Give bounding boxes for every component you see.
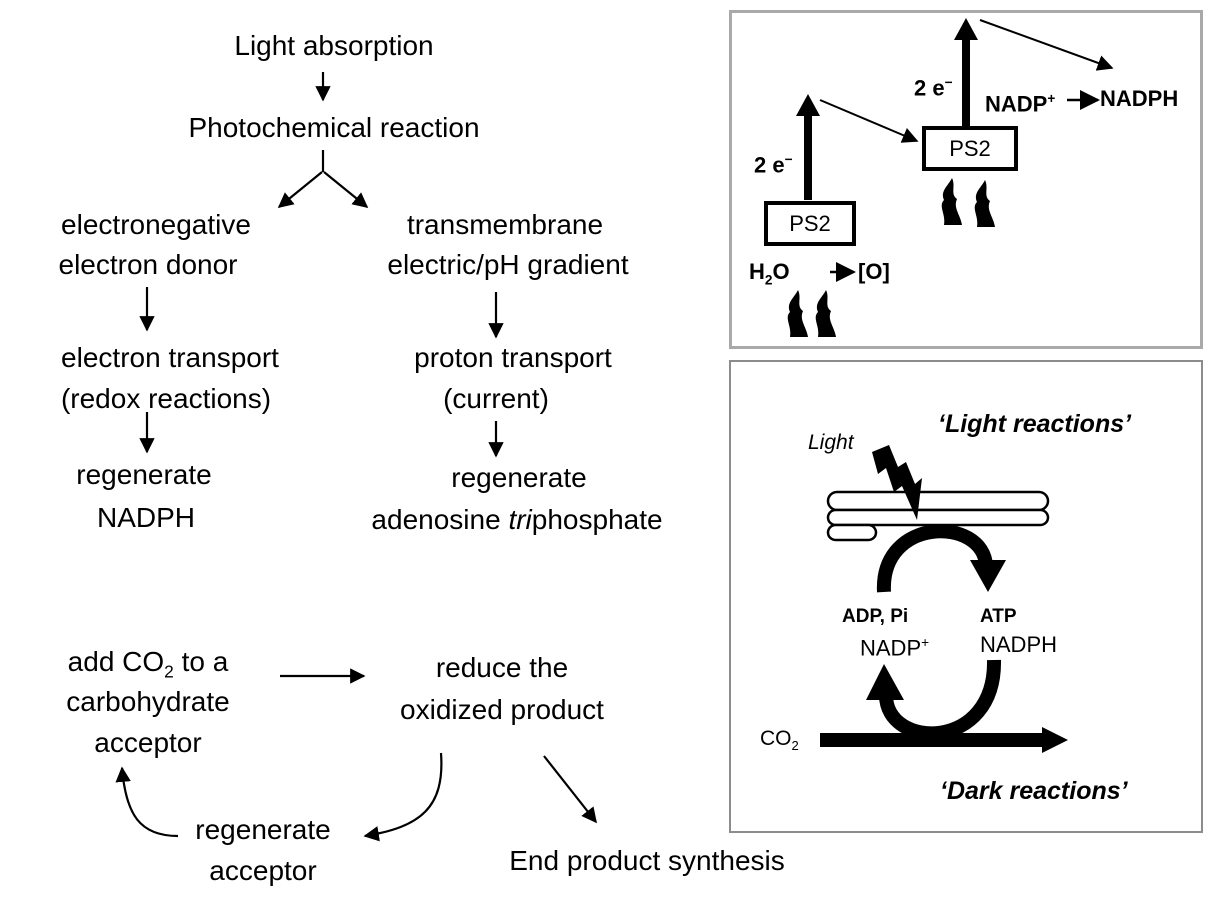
node-transmembrane: transmembrane xyxy=(406,209,604,240)
node-reduce-the: reduce the xyxy=(435,652,569,683)
node-nadph: NADPH xyxy=(96,502,196,533)
label-atp: ATP xyxy=(980,606,1017,627)
arrow-reduce-to-regenerate xyxy=(363,752,443,842)
ps2-box-right: PS2 xyxy=(922,126,1018,171)
label-water: H2O xyxy=(749,259,790,288)
photon-icons-left xyxy=(787,290,836,337)
transfer-arrow-ps2-to-ps2 xyxy=(819,99,919,143)
arc-arrowhead-atp xyxy=(970,560,1006,592)
photon-icon xyxy=(941,178,962,225)
zscheme-panel xyxy=(729,10,1203,349)
lightning-icon xyxy=(872,445,922,520)
photon-icon xyxy=(815,290,836,337)
arrow-regenerate-to-acceptor xyxy=(115,766,179,838)
photon-icon xyxy=(787,290,808,337)
label-2e-left: 2 e− xyxy=(754,152,793,178)
node-electric-ph-gradient: electric/pH gradient xyxy=(387,249,629,280)
arrow-split-left xyxy=(277,171,323,208)
node-regenerate-right: regenerate xyxy=(451,462,587,493)
node-add-co2: add CO2 to a xyxy=(67,646,229,682)
node-photochemical-reaction: Photochemical reaction xyxy=(188,112,480,143)
label-adp-pi: ADP, Pi xyxy=(842,606,909,627)
label-dark-reactions: ‘Dark reactions’ xyxy=(940,777,1128,805)
label-light: Light xyxy=(808,431,854,454)
electron-arrowhead-right xyxy=(954,18,978,40)
node-proton-transport: proton transport xyxy=(414,342,612,373)
node-current: (current) xyxy=(443,383,549,414)
node-end-product-synthesis: End product synthesis xyxy=(509,845,785,876)
label-co2: CO2 xyxy=(760,727,799,754)
node-electron-donor: electron donor xyxy=(58,249,238,280)
node-regenerate-left: regenerate xyxy=(76,459,212,490)
arc-arrowhead-adp xyxy=(866,664,904,700)
arrow-split-right xyxy=(323,171,369,208)
photon-icon xyxy=(974,180,995,227)
node-electronegative: electronegative xyxy=(61,209,251,240)
label-2e-right: 2 e− xyxy=(914,75,953,101)
node-light-absorption: Light absorption xyxy=(234,30,434,61)
co2-arrowhead xyxy=(1042,727,1068,753)
label-oxygen: [O] xyxy=(858,259,890,284)
node-oxidized-product: oxidized product xyxy=(400,694,604,725)
node-adenosine-triphosphate: adenosine triphosphate xyxy=(371,504,663,535)
node-electron-transport: electron transport xyxy=(61,342,279,373)
ps2-box-left: PS2 xyxy=(764,201,856,246)
node-regenerate-acceptor-1: regenerate xyxy=(195,814,331,845)
label-nadp-plus: NADP+ xyxy=(860,635,930,661)
arrow-reduce-to-end-product xyxy=(543,755,597,824)
label-nadp: NADP+ xyxy=(985,91,1056,117)
node-redox-reactions: (redox reactions) xyxy=(60,383,272,414)
electron-arrowhead-left xyxy=(796,94,820,116)
label-light-reactions: ‘Light reactions’ xyxy=(938,410,1132,438)
label-nadph-small: NADPH xyxy=(980,632,1058,657)
label-nadph: NADPH xyxy=(1100,86,1179,111)
arc-atp-to-adp xyxy=(879,659,1002,741)
node-carbohydrate: carbohydrate xyxy=(66,686,230,717)
photon-icons-right xyxy=(941,178,995,227)
reactions-panel xyxy=(729,360,1203,833)
node-regenerate-acceptor-2: acceptor xyxy=(209,855,317,886)
node-acceptor: acceptor xyxy=(94,727,202,758)
arc-adp-to-atp xyxy=(876,524,993,593)
transfer-arrow-to-nadp xyxy=(979,19,1114,71)
